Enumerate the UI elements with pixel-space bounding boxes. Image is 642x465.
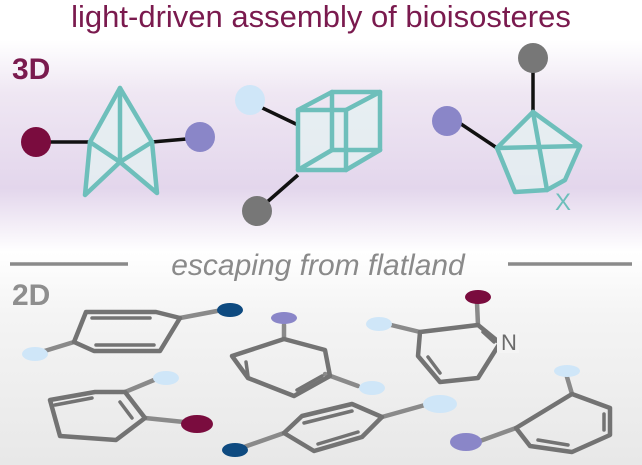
band-2d <box>0 252 642 465</box>
bcp-scaffold <box>21 85 215 198</box>
substituent-maroon-dot <box>21 127 51 157</box>
substituent-lightblue-oval <box>359 381 385 395</box>
aryl-ring-meta-1 <box>229 312 385 399</box>
aryl-ring-para-2 <box>222 395 457 457</box>
substituent-lightblue-oval <box>423 395 457 413</box>
heteroatom-n: N <box>501 330 517 355</box>
substituent-gray-dot <box>518 43 548 73</box>
page-title: light-driven assembly of bioisosteres <box>71 0 571 34</box>
aryl-ring-meta-2 <box>450 365 613 455</box>
aryl-ring-para-1 <box>22 303 243 361</box>
substituent-purple-dot <box>432 106 462 136</box>
hetero-bicycle-scaffold: X <box>432 43 583 216</box>
substituent-maroon-oval <box>181 415 213 433</box>
divider-text: escaping from flatland <box>171 249 466 282</box>
substituent-navy-oval <box>217 303 243 317</box>
substituent-lightblue-oval <box>366 317 392 331</box>
heteroatom-x: X <box>555 189 571 216</box>
substituent-purple-oval <box>450 433 482 451</box>
substituent-navy-oval <box>222 443 248 457</box>
divider: escaping from flatland <box>10 249 632 282</box>
substituent-lightblue-dot <box>235 85 265 115</box>
cubane-scaffold <box>235 85 383 226</box>
section-2d-label: 2D <box>12 279 50 312</box>
aryl-ring-ortho <box>47 371 213 443</box>
section-3d-label: 3D <box>12 53 50 86</box>
substituent-lightblue-oval <box>153 371 179 385</box>
substituent-purple-dot <box>185 122 215 152</box>
substituent-purple-oval <box>271 312 297 324</box>
substituent-gray-dot <box>242 196 272 226</box>
substituent-maroon-oval <box>465 290 491 304</box>
pyridine-ring: N <box>366 290 519 385</box>
substituent-lightblue-oval <box>554 365 580 377</box>
substituent-lightblue-oval <box>22 347 48 361</box>
